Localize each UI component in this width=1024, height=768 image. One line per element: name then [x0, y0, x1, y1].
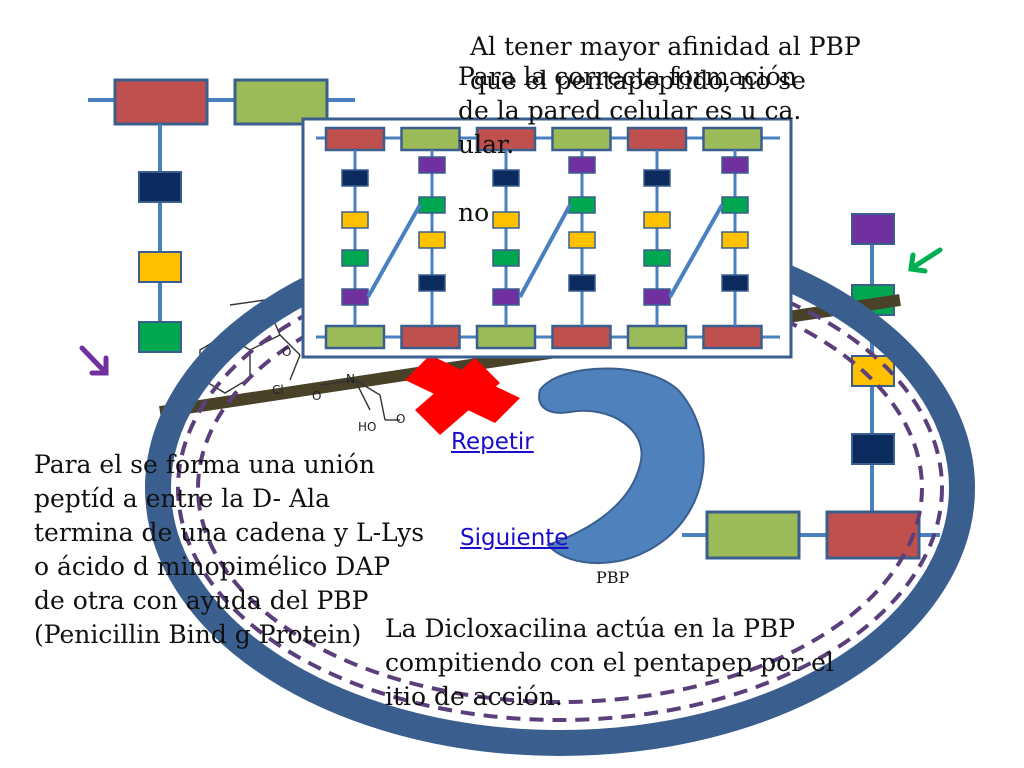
inset-peptide-block	[568, 231, 596, 249]
inset-peptide-block	[492, 288, 520, 306]
inhibition-x-icon	[405, 355, 520, 435]
right-chain-green-wide-block	[705, 510, 801, 560]
dicloxacillin-action-text: La Dicloxacilina actúa en la PBP compiti…	[385, 614, 834, 711]
membrane-inner-dashed	[196, 272, 924, 704]
chem-label-o: O	[282, 345, 292, 359]
inset-top-block	[702, 126, 763, 152]
inset-top-block	[324, 126, 386, 152]
crosslink-line	[668, 204, 724, 298]
inset-peptide-block	[643, 249, 671, 267]
left-chain-red-block	[113, 78, 209, 126]
crosslink-line	[366, 204, 422, 298]
inset-bottom-block	[324, 324, 386, 350]
inset-bottom-block	[702, 324, 763, 350]
right-chain-navy-block	[851, 433, 895, 465]
inset-bottom-row	[324, 324, 763, 350]
inset-peptide-block	[643, 169, 671, 187]
inset-peptide-block	[341, 249, 369, 267]
chem-label-ho: HO	[358, 420, 377, 434]
right-chain-red-wide-block	[825, 510, 921, 560]
chem-label-cl: Cl	[272, 383, 284, 397]
inset-peptide-block	[341, 288, 369, 306]
pbp-enzyme-shape	[538, 367, 705, 565]
inset-peptide-block	[492, 211, 520, 229]
inset-peptide-block	[721, 231, 749, 249]
left-peptide-chain	[88, 78, 355, 353]
left-chain-navy-block	[138, 171, 182, 203]
inset-peptide-block	[568, 156, 596, 174]
inset-bottom-block	[551, 324, 612, 350]
inset-top-row	[324, 126, 763, 152]
chem-label-o-3: O	[396, 412, 406, 426]
left-chain-green-small-block	[138, 321, 182, 353]
next-link[interactable]: Siguiente	[460, 525, 569, 551]
inset-peptide-block	[492, 249, 520, 267]
inset-peptide-columns	[341, 150, 749, 326]
inset-peptide-block	[568, 274, 596, 292]
chem-label-n: N	[346, 372, 355, 386]
chem-label-o-2: O	[312, 389, 322, 403]
repeat-link[interactable]: Repetir	[451, 429, 534, 455]
inset-peptide-block	[643, 288, 671, 306]
crosslink-inset-panel	[301, 117, 793, 359]
membrane-outer-dashed	[176, 254, 944, 722]
green-arrow-icon	[908, 247, 943, 274]
inset-peptide-block	[341, 169, 369, 187]
inset-peptide-block	[341, 211, 369, 229]
inset-bottom-block	[626, 324, 688, 350]
inset-peptide-block	[643, 211, 671, 229]
left-chain-green-block	[233, 78, 329, 126]
inset-bottom-block	[400, 324, 461, 350]
left-chain-yellow-block	[138, 251, 182, 283]
inset-peptide-block	[721, 156, 749, 174]
inset-bottom-block	[475, 324, 537, 350]
inset-peptide-block	[418, 274, 446, 292]
inset-peptide-block	[418, 231, 446, 249]
peptide-bond-text: Para el se forma una unión peptíd a entr…	[34, 450, 425, 649]
crosslink-line	[518, 204, 572, 298]
inset-top-block	[400, 126, 461, 152]
purple-arrow-icon	[79, 345, 109, 376]
pbp-label: PBP	[596, 568, 630, 587]
inset-peptide-block	[418, 156, 446, 174]
affinity-text: Al tener mayor afinidad al PBP que el pe…	[470, 32, 861, 95]
inset-peptide-block	[418, 196, 446, 214]
wall-formation-text: Para la correcta formación de la pared c…	[458, 62, 802, 227]
inset-peptide-block	[492, 169, 520, 187]
inset-peptide-block	[721, 274, 749, 292]
right-chain-purple-block	[851, 213, 895, 245]
